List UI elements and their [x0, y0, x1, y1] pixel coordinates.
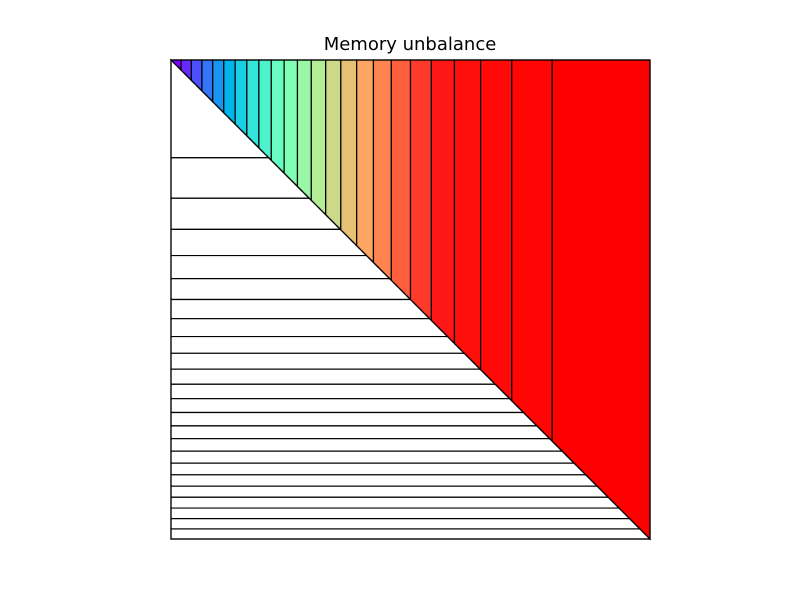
column-strip: [310, 59, 327, 217]
column-strip: [409, 59, 432, 322]
column-strip: [356, 59, 375, 264]
column-strip: [325, 59, 342, 232]
column-strip: [283, 59, 299, 188]
row-strip: [170, 254, 392, 280]
row-strip: [170, 425, 552, 440]
row-strip: [170, 318, 449, 338]
row-strip: [170, 398, 525, 414]
row-strip: [170, 368, 497, 385]
column-strip: [340, 59, 358, 248]
column-strip: [270, 59, 285, 175]
row-strip: [170, 507, 632, 520]
row-strip: [170, 438, 564, 452]
column-strip: [480, 59, 513, 403]
chart-strips: [169, 58, 652, 541]
column-strip: [511, 59, 553, 443]
row-strip: [170, 228, 368, 257]
row-strip: [170, 462, 588, 476]
row-strip: [170, 411, 539, 427]
column-strip: [453, 59, 482, 372]
row-strip: [170, 298, 432, 320]
chart-title: Memory unbalance: [323, 34, 497, 55]
row-strip: [170, 485, 610, 498]
row-strip: [170, 383, 512, 400]
column-strip: [234, 59, 248, 138]
row-strip: [170, 450, 576, 464]
column-strip: [246, 59, 260, 150]
row-strip: [170, 518, 642, 530]
row-strip: [170, 352, 482, 370]
row-strip: [170, 528, 652, 540]
diagonal-divider: [170, 59, 651, 540]
column-strip: [372, 59, 392, 282]
column-strip: [390, 59, 412, 301]
column-strip: [258, 59, 272, 162]
row-strip: [170, 278, 412, 301]
row-strip: [170, 335, 466, 354]
row-strip: [170, 496, 621, 509]
column-strip: [296, 59, 312, 202]
row-strip: [170, 474, 599, 487]
column-strip: [430, 59, 456, 345]
plot-frame: [170, 59, 651, 540]
